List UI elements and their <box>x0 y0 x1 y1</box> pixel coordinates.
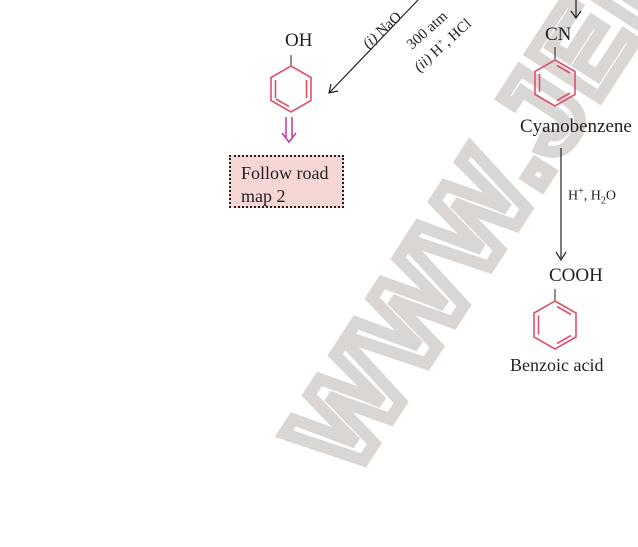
benzoic-ring <box>533 289 577 350</box>
hydrolysis-h: H <box>568 188 579 204</box>
hydrolysis-tail: O <box>605 188 617 204</box>
roadmap-box: Follow road map 2 <box>229 155 344 208</box>
diagonal-arrow <box>328 0 419 94</box>
top-arrow <box>570 0 582 20</box>
phenol-ring <box>270 55 312 113</box>
hydrolysis-plus: + <box>578 186 584 197</box>
hydrolysis-arrow <box>555 148 567 262</box>
roadmap-line-2: map 2 <box>241 186 286 206</box>
phenol-oh-label: OH <box>285 30 313 51</box>
hydrolysis-mid: , H <box>583 188 601 204</box>
cyanobenzene-ring <box>534 47 576 107</box>
cooh-group-label: COOH <box>549 265 603 286</box>
benzoic-acid-name: Benzoic acid <box>510 355 604 375</box>
cyanobenzene-name: Cyanobenzene <box>520 116 632 137</box>
hydrolysis-reagent: H+, H2O <box>568 186 616 206</box>
roadmap-arrow <box>281 117 297 144</box>
cyano-group-label: CN <box>545 24 572 45</box>
hydrolysis-sub: 2 <box>600 195 606 207</box>
roadmap-line-1: Follow road <box>241 163 329 183</box>
